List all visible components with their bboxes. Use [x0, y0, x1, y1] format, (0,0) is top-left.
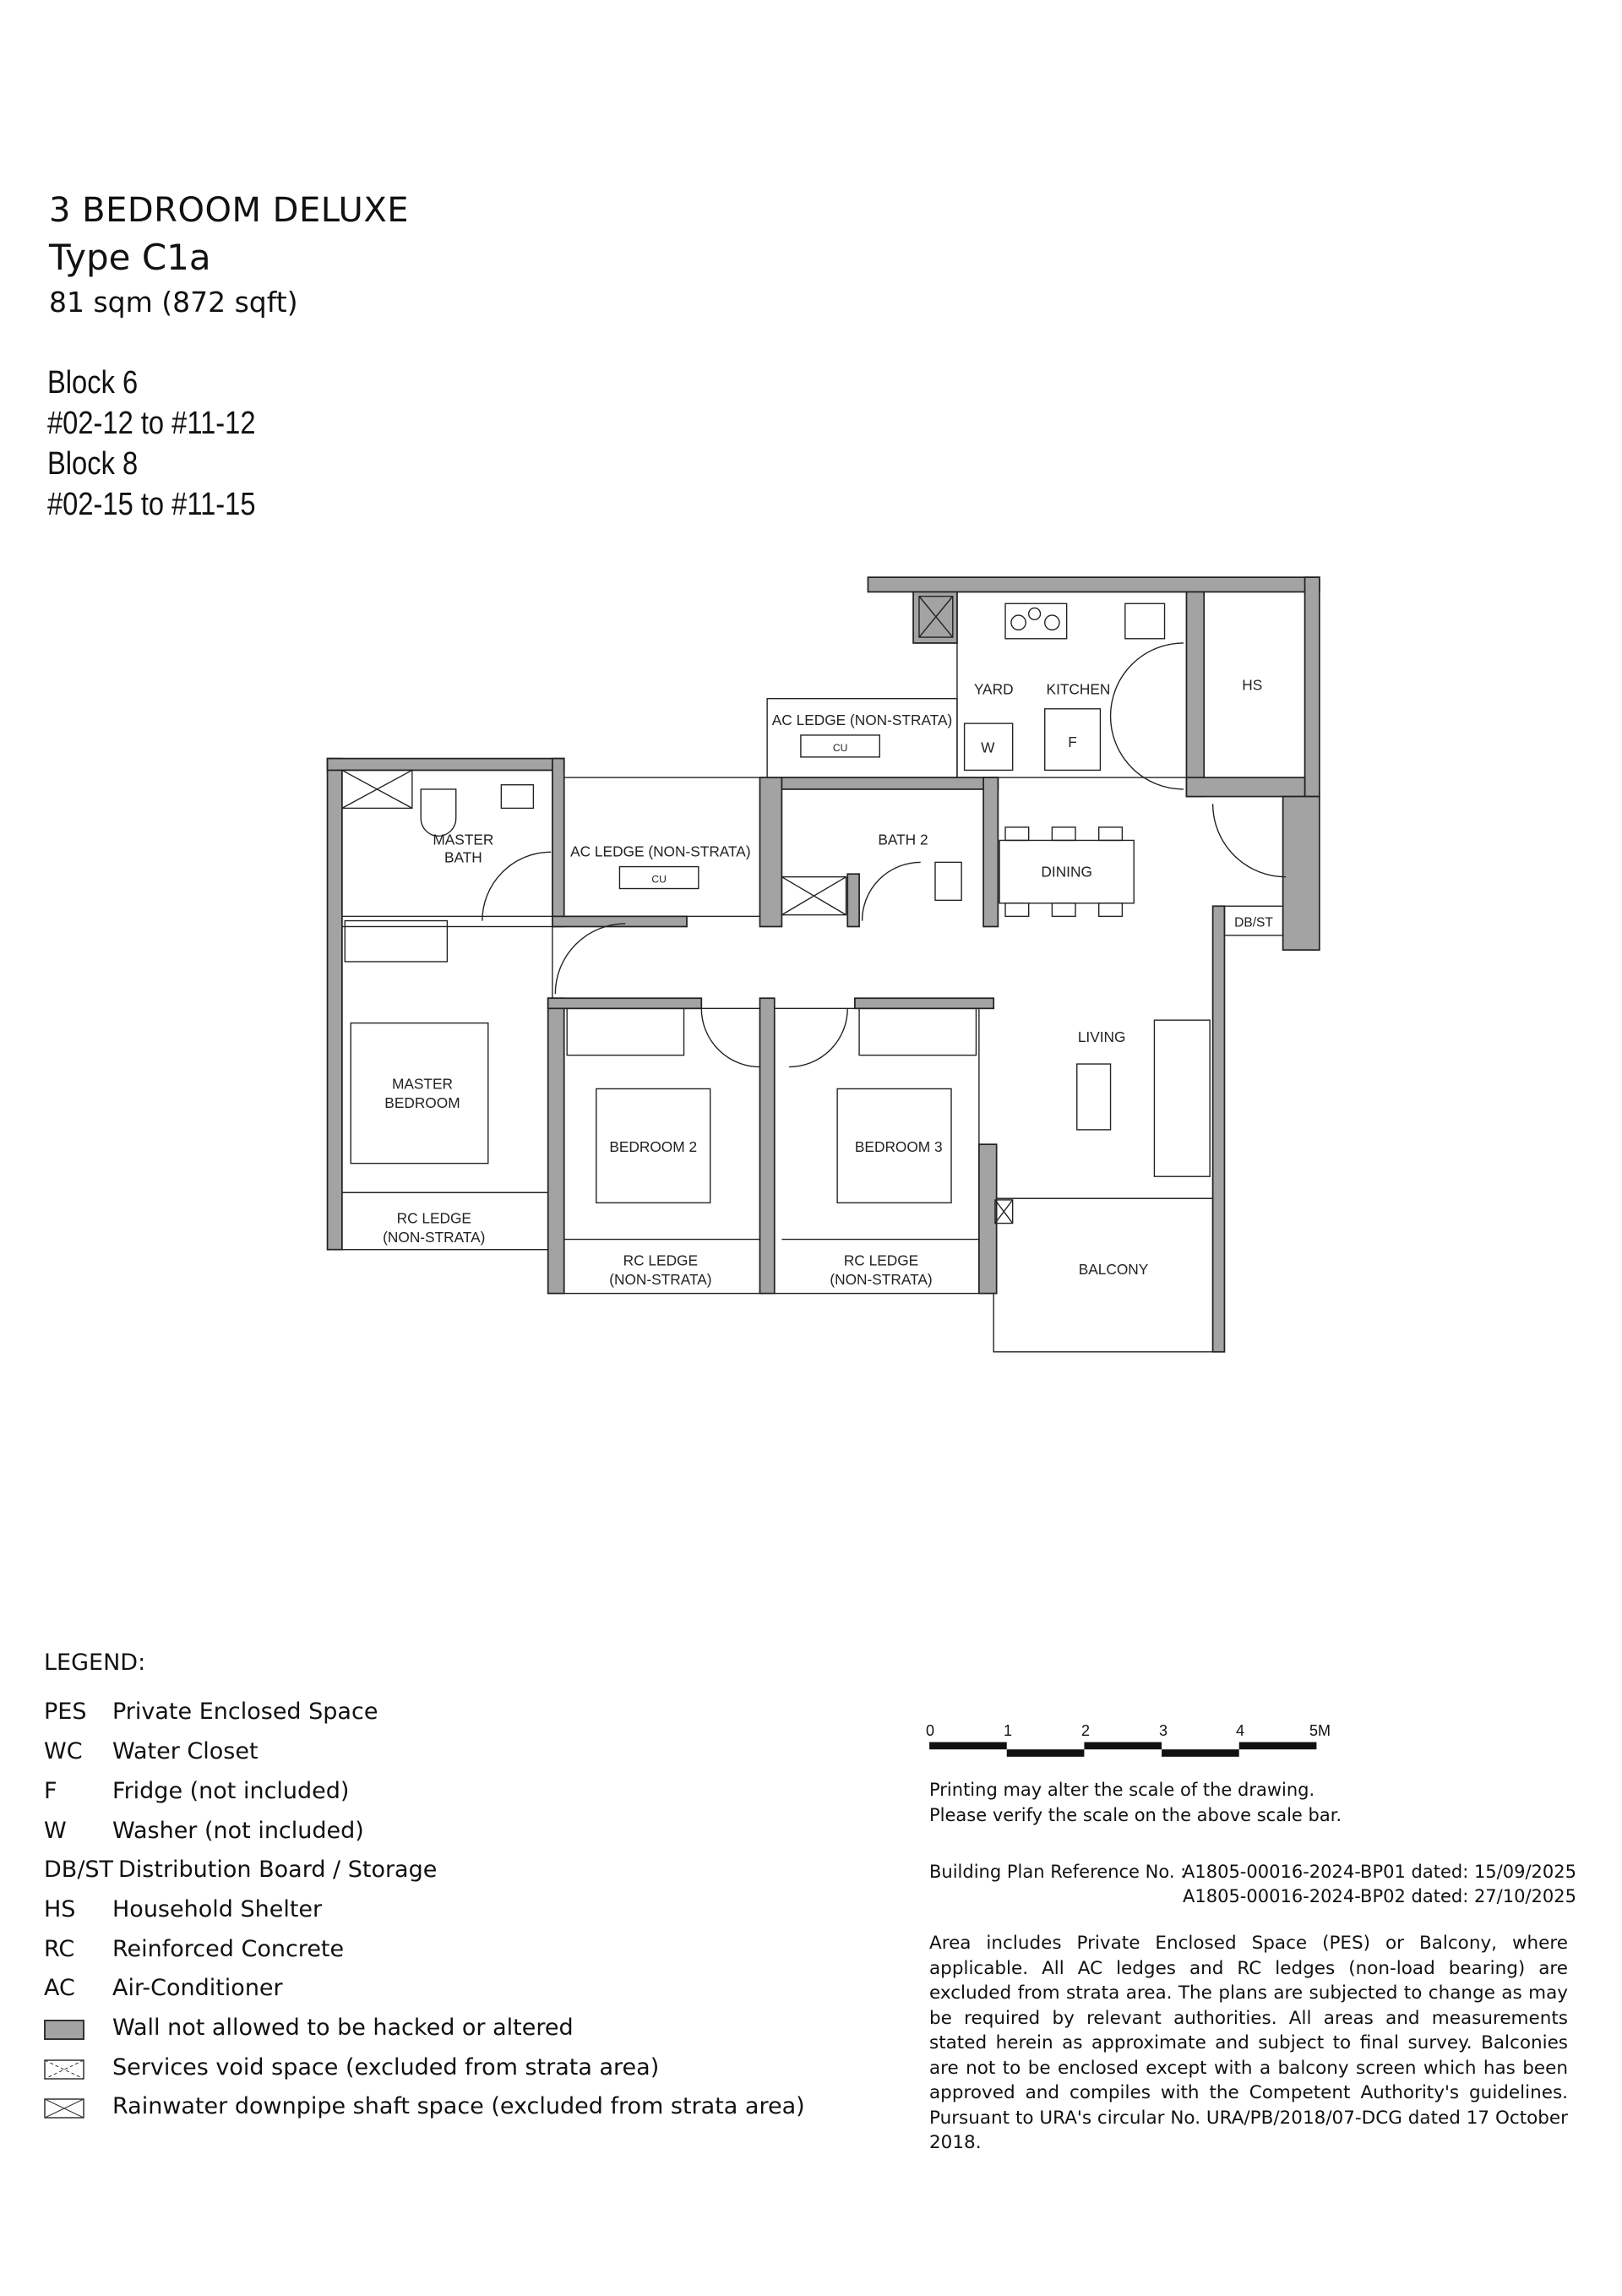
door-swing: [861, 861, 921, 921]
services-void-icon: [44, 2059, 84, 2080]
door-swing: [1211, 804, 1287, 878]
legend-desc: Reinforced Concrete: [112, 1936, 345, 1962]
reference-label: Building Plan Reference No. :: [929, 1862, 1187, 1882]
label-rc-ledge: RC LEDGE: [397, 1210, 471, 1227]
voids: [341, 595, 1014, 1224]
label-living: LIVING: [1078, 1028, 1126, 1045]
label-hs: HS: [1242, 676, 1262, 693]
label-bedroom2: BEDROOM 2: [609, 1138, 697, 1155]
unit-area: 81 sqm (872 sqft): [49, 286, 298, 319]
legend-desc: Rainwater downpipe shaft space (excluded…: [112, 2093, 805, 2119]
label-master-bath: MASTER: [433, 832, 493, 848]
unit-category-title: 3 BEDROOM DELUXE: [49, 191, 409, 230]
disclaimer-text: Area includes Private Enclosed Space (PE…: [929, 1933, 1568, 2153]
label-master-bedroom: BEDROOM: [384, 1094, 460, 1111]
legend-desc: Distribution Board / Storage: [118, 1857, 438, 1883]
scale-tick: 1: [1004, 1722, 1013, 1739]
door-swing: [1109, 642, 1184, 790]
door-swing: [700, 1008, 760, 1068]
bed: [836, 1088, 952, 1204]
legend-desc: Wall not allowed to be hacked or altered: [112, 2015, 574, 2041]
unit-type: Type C1a: [49, 237, 211, 278]
structural-walls: [326, 576, 1320, 1353]
label-bath2: BATH 2: [878, 832, 928, 848]
door-swing: [482, 851, 552, 921]
wardrobe: [858, 1007, 977, 1056]
rainwater-shaft-icon: [44, 2098, 84, 2119]
legend-abbr: AC: [44, 1975, 75, 2001]
legend-desc: Water Closet: [112, 1738, 259, 1764]
printing-note: Printing may alter the scale of the draw…: [929, 1780, 1315, 1800]
legend-abbr: PES: [44, 1699, 87, 1725]
coffee-table: [1076, 1063, 1112, 1131]
room-labels: MASTER BATH AC LEDGE (NON-STRATA) CU AC …: [383, 676, 1273, 1288]
legend-desc: Household Shelter: [112, 1896, 323, 1922]
block-label: Block 6: [47, 365, 139, 401]
wardrobe: [344, 919, 449, 963]
scale-tick: 3: [1159, 1722, 1168, 1739]
legend-abbr: DB/ST: [44, 1857, 114, 1883]
legend-abbr: RC: [44, 1936, 75, 1962]
door-swing: [789, 1008, 848, 1068]
label-master-bedroom: MASTER: [392, 1075, 453, 1092]
unit-range: #02-12 to #11-12: [47, 406, 256, 441]
label-kitchen: KITCHEN: [1047, 680, 1111, 697]
label-balcony: BALCONY: [1079, 1261, 1149, 1278]
basin-icon: [934, 861, 962, 902]
label-fridge: F: [1068, 734, 1077, 750]
legend-title: LEGEND:: [44, 1650, 146, 1676]
scale-tick: 4: [1236, 1722, 1245, 1739]
label-cu: CU: [651, 874, 666, 886]
label-ac-ledge: AC LEDGE (NON-STRATA): [570, 843, 750, 859]
label-dining: DINING: [1041, 864, 1091, 881]
legend-desc: Services void space (excluded from strat…: [112, 2054, 660, 2081]
legend-desc: Washer (not included): [112, 1818, 364, 1844]
wc-icon: [420, 788, 457, 837]
reference-number: A1805-00016-2024-BP02 dated: 27/10/2025: [1183, 1886, 1576, 1906]
label-dbst: DB/ST: [1234, 915, 1273, 930]
label-cu: CU: [833, 742, 847, 754]
cu-unit: [800, 734, 880, 758]
sink-icon: [1124, 603, 1166, 640]
label-rc-ledge: (NON-STRATA): [830, 1271, 932, 1288]
legend-abbr: WC: [44, 1738, 83, 1764]
label-rc-ledge: (NON-STRATA): [383, 1229, 485, 1246]
bed: [596, 1088, 711, 1204]
printing-note: Please verify the scale on the above sca…: [929, 1805, 1342, 1825]
cu-unit: [618, 865, 699, 890]
legend-abbr: F: [44, 1778, 57, 1804]
fixtures: [344, 603, 1287, 1204]
reference-number: A1805-00016-2024-BP01 dated: 15/09/2025: [1183, 1862, 1576, 1882]
legend-desc: Air-Conditioner: [112, 1975, 283, 2001]
label-bedroom3: BEDROOM 3: [855, 1138, 943, 1155]
basin-icon: [500, 784, 535, 810]
label-yard: YARD: [974, 680, 1014, 697]
scale-tick: 0: [926, 1722, 935, 1739]
label-washer: W: [981, 739, 995, 756]
label-ac-ledge: AC LEDGE (NON-STRATA): [772, 712, 952, 728]
sofa: [1153, 1019, 1211, 1177]
label-rc-ledge: RC LEDGE: [623, 1252, 698, 1269]
unit-range: #02-15 to #11-15: [47, 487, 256, 522]
block-label: Block 8: [47, 446, 139, 482]
label-master-bath: BATH: [444, 848, 482, 865]
wardrobe: [566, 1007, 685, 1056]
stove-icon: [1004, 603, 1068, 640]
legend-desc: Fridge (not included): [112, 1778, 350, 1804]
legend-abbr: W: [44, 1818, 67, 1844]
scale-tick: 2: [1081, 1722, 1091, 1739]
bed: [350, 1022, 489, 1164]
label-rc-ledge: RC LEDGE: [844, 1252, 918, 1269]
grey-wall-swatch-icon: [44, 2020, 84, 2040]
scale-bar: [929, 1742, 1317, 1757]
label-rc-ledge: (NON-STRATA): [609, 1271, 711, 1288]
legend-abbr: HS: [44, 1896, 76, 1922]
scale-tick: 5M: [1309, 1722, 1331, 1739]
legend-desc: Private Enclosed Space: [112, 1699, 378, 1725]
door-swing: [554, 923, 626, 995]
